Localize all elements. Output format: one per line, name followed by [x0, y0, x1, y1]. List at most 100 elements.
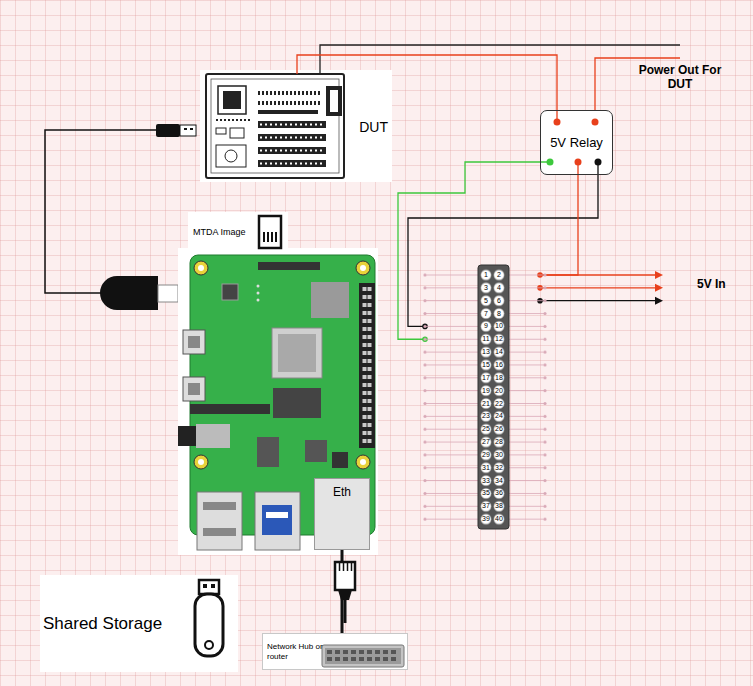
- pin-number: 19: [480, 386, 492, 396]
- port-label: Eth: [315, 485, 369, 499]
- pin-number: 40: [493, 514, 505, 524]
- gpio-wire: [540, 300, 655, 301]
- relay-body: [540, 110, 613, 175]
- raspberry-pi-board: [203, 528, 236, 536]
- usb-cable: [190, 128, 193, 130]
- pin-number: 26: [493, 424, 505, 434]
- raspberry-pi-board: [183, 377, 205, 401]
- gpio-header-diagram: [478, 265, 509, 529]
- pin-number: 25: [480, 424, 492, 434]
- ethernet-cable: [341, 550, 344, 633]
- ethernet-plug: [344, 600, 347, 623]
- sd-card-icon: [271, 232, 273, 242]
- raspberry-pi-board: [183, 330, 205, 354]
- gpio-wire: [655, 271, 663, 279]
- dut-board: [258, 121, 326, 128]
- dut-board: [258, 147, 326, 154]
- network-hub-box: Network Hub or router: [262, 633, 408, 670]
- raspberry-pi-board: [194, 455, 208, 469]
- network-hub-icon: [325, 648, 401, 664]
- raspberry-pi-board: [356, 261, 370, 275]
- usb-cable: [100, 276, 158, 310]
- dut-board: [258, 160, 326, 167]
- network-hub-icon: [262, 633, 408, 670]
- usb-stick-icon: [205, 641, 213, 649]
- dut-board: [223, 91, 241, 109]
- raspberry-pi-board: [188, 336, 200, 348]
- usb-stick-icon: [211, 584, 215, 588]
- relay-label: 5V Relay: [550, 135, 603, 150]
- dut-board: [225, 150, 237, 162]
- pin-number: 29: [480, 450, 492, 460]
- raspberry-pi-board: [257, 437, 279, 467]
- gpio-wire: [422, 324, 428, 330]
- dut-board: [258, 101, 322, 105]
- dut-board: [211, 79, 339, 173]
- raspberry-pi-board: [262, 505, 292, 535]
- ethernet-plug: [347, 563, 349, 571]
- gpio-wire: [540, 274, 655, 275]
- sd-card-box: MTDA Image: [188, 212, 288, 252]
- pin-number: 24: [493, 411, 505, 421]
- raspberry-pi-board: [278, 334, 316, 372]
- pin-number: 33: [480, 476, 492, 486]
- pin-number: 27: [480, 437, 492, 447]
- pin-number: 8: [493, 309, 505, 319]
- ethernet-plug: [351, 563, 353, 571]
- pin-number: 14: [493, 347, 505, 357]
- dut-board: [260, 137, 324, 139]
- pin-number: 12: [493, 334, 505, 344]
- network-hub-icon: [322, 645, 404, 667]
- pin-number: 34: [493, 476, 505, 486]
- dut-board: [330, 90, 338, 112]
- network-hub-icon: [262, 633, 408, 670]
- power-out-label: Power Out For DUT: [628, 63, 732, 92]
- dut-box: DUT: [204, 74, 392, 180]
- raspberry-pi-board: [190, 255, 375, 535]
- raspberry-pi-board: [198, 459, 204, 465]
- dut-board: [216, 128, 226, 134]
- raspberry-pi-board: [190, 404, 270, 414]
- pin-number: 32: [493, 463, 505, 473]
- dut-board: [200, 70, 392, 182]
- connector-group: [297, 55, 557, 633]
- relay-body: [556, 110, 557, 122]
- raspberry-pi-board: [272, 328, 322, 378]
- raspberry-pi-board: [178, 426, 196, 446]
- sd-card-icon: [263, 232, 265, 242]
- usb-stick-icon: [203, 584, 207, 588]
- pin-number: 3: [480, 283, 492, 293]
- pin-number: 11: [480, 334, 492, 344]
- gpio-wire: [537, 272, 543, 278]
- raspberry-pi-board: [198, 265, 204, 271]
- sd-card-icon: [259, 216, 281, 248]
- dut-board: [200, 70, 392, 182]
- gpio-wire: [655, 297, 663, 305]
- gpio-wire: [398, 162, 663, 342]
- pin-number: 9: [480, 321, 492, 331]
- usb-stick-icon: [199, 580, 219, 594]
- ethernet-plug: [339, 563, 341, 571]
- pin-number: 18: [493, 373, 505, 383]
- network-hub-icon: [327, 649, 397, 663]
- dut-board: [218, 86, 246, 114]
- hub-label: Network Hub or router: [267, 642, 325, 662]
- relay-terminal: [575, 159, 582, 166]
- dut-board: [260, 150, 324, 152]
- gpio-wire: [422, 336, 428, 342]
- ethernet-plug: [335, 562, 355, 623]
- pin-number: 31: [480, 463, 492, 473]
- raspberry-pi-board: [255, 492, 300, 550]
- raspberry-pi-board: [311, 282, 349, 318]
- gpio-header-diagram: [420, 265, 549, 529]
- raspberry-pi-board: [194, 261, 208, 275]
- relay-terminal: [595, 159, 602, 166]
- pin-number: 35: [480, 488, 492, 498]
- pin-number: 30: [493, 450, 505, 460]
- dut-board: [258, 134, 326, 141]
- gpio-wire: [537, 298, 543, 304]
- usb-cable: [45, 124, 196, 310]
- ethernet-plug: [343, 563, 345, 571]
- pin-number: 13: [480, 347, 492, 357]
